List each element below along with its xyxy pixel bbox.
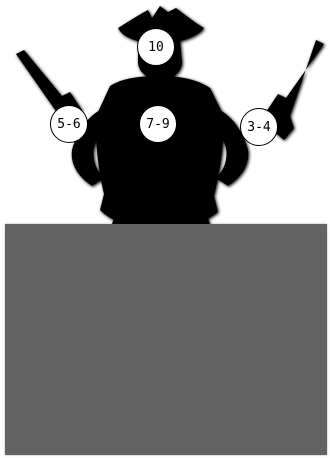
legs-shape [112,200,210,224]
cover-box [5,224,327,455]
score-zone-head[interactable]: 10 [137,28,175,66]
score-zone-left-gun[interactable]: 5-6 [50,105,88,143]
score-zone-body[interactable]: 7-9 [139,105,177,143]
score-zone-right-gun[interactable]: 3-4 [240,108,278,146]
